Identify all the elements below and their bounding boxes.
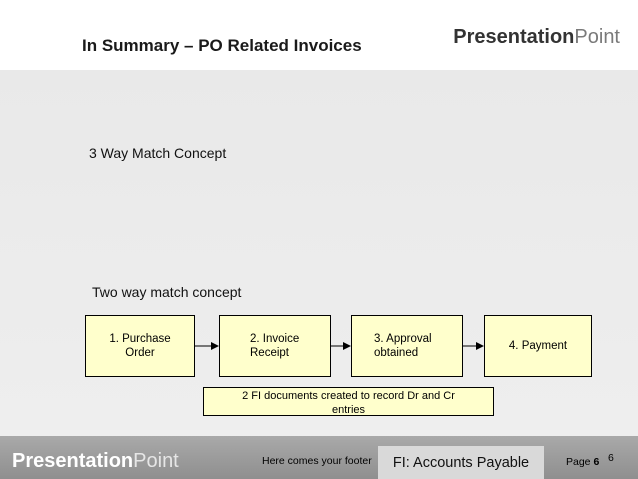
- heading-three-way-match: 3 Way Match Concept: [89, 145, 227, 161]
- logo-bottom: PresentationPoint: [12, 450, 179, 472]
- footer-text: Here comes your footer: [262, 455, 372, 467]
- step-payment: 4. Payment: [484, 315, 592, 377]
- heading-two-way-match: Two way match concept: [92, 284, 242, 300]
- slide-title: In Summary – PO Related Invoices: [82, 36, 362, 55]
- header-area: [0, 0, 638, 70]
- page-indicator: Page 6: [566, 456, 600, 468]
- module-label: FI: Accounts Payable: [378, 446, 544, 479]
- page-number: 6: [593, 456, 600, 468]
- fi-documents-note: 2 FI documents created to record Dr and …: [203, 387, 494, 416]
- page-number-right: 6: [608, 452, 614, 464]
- logo-top: PresentationPoint: [453, 26, 620, 48]
